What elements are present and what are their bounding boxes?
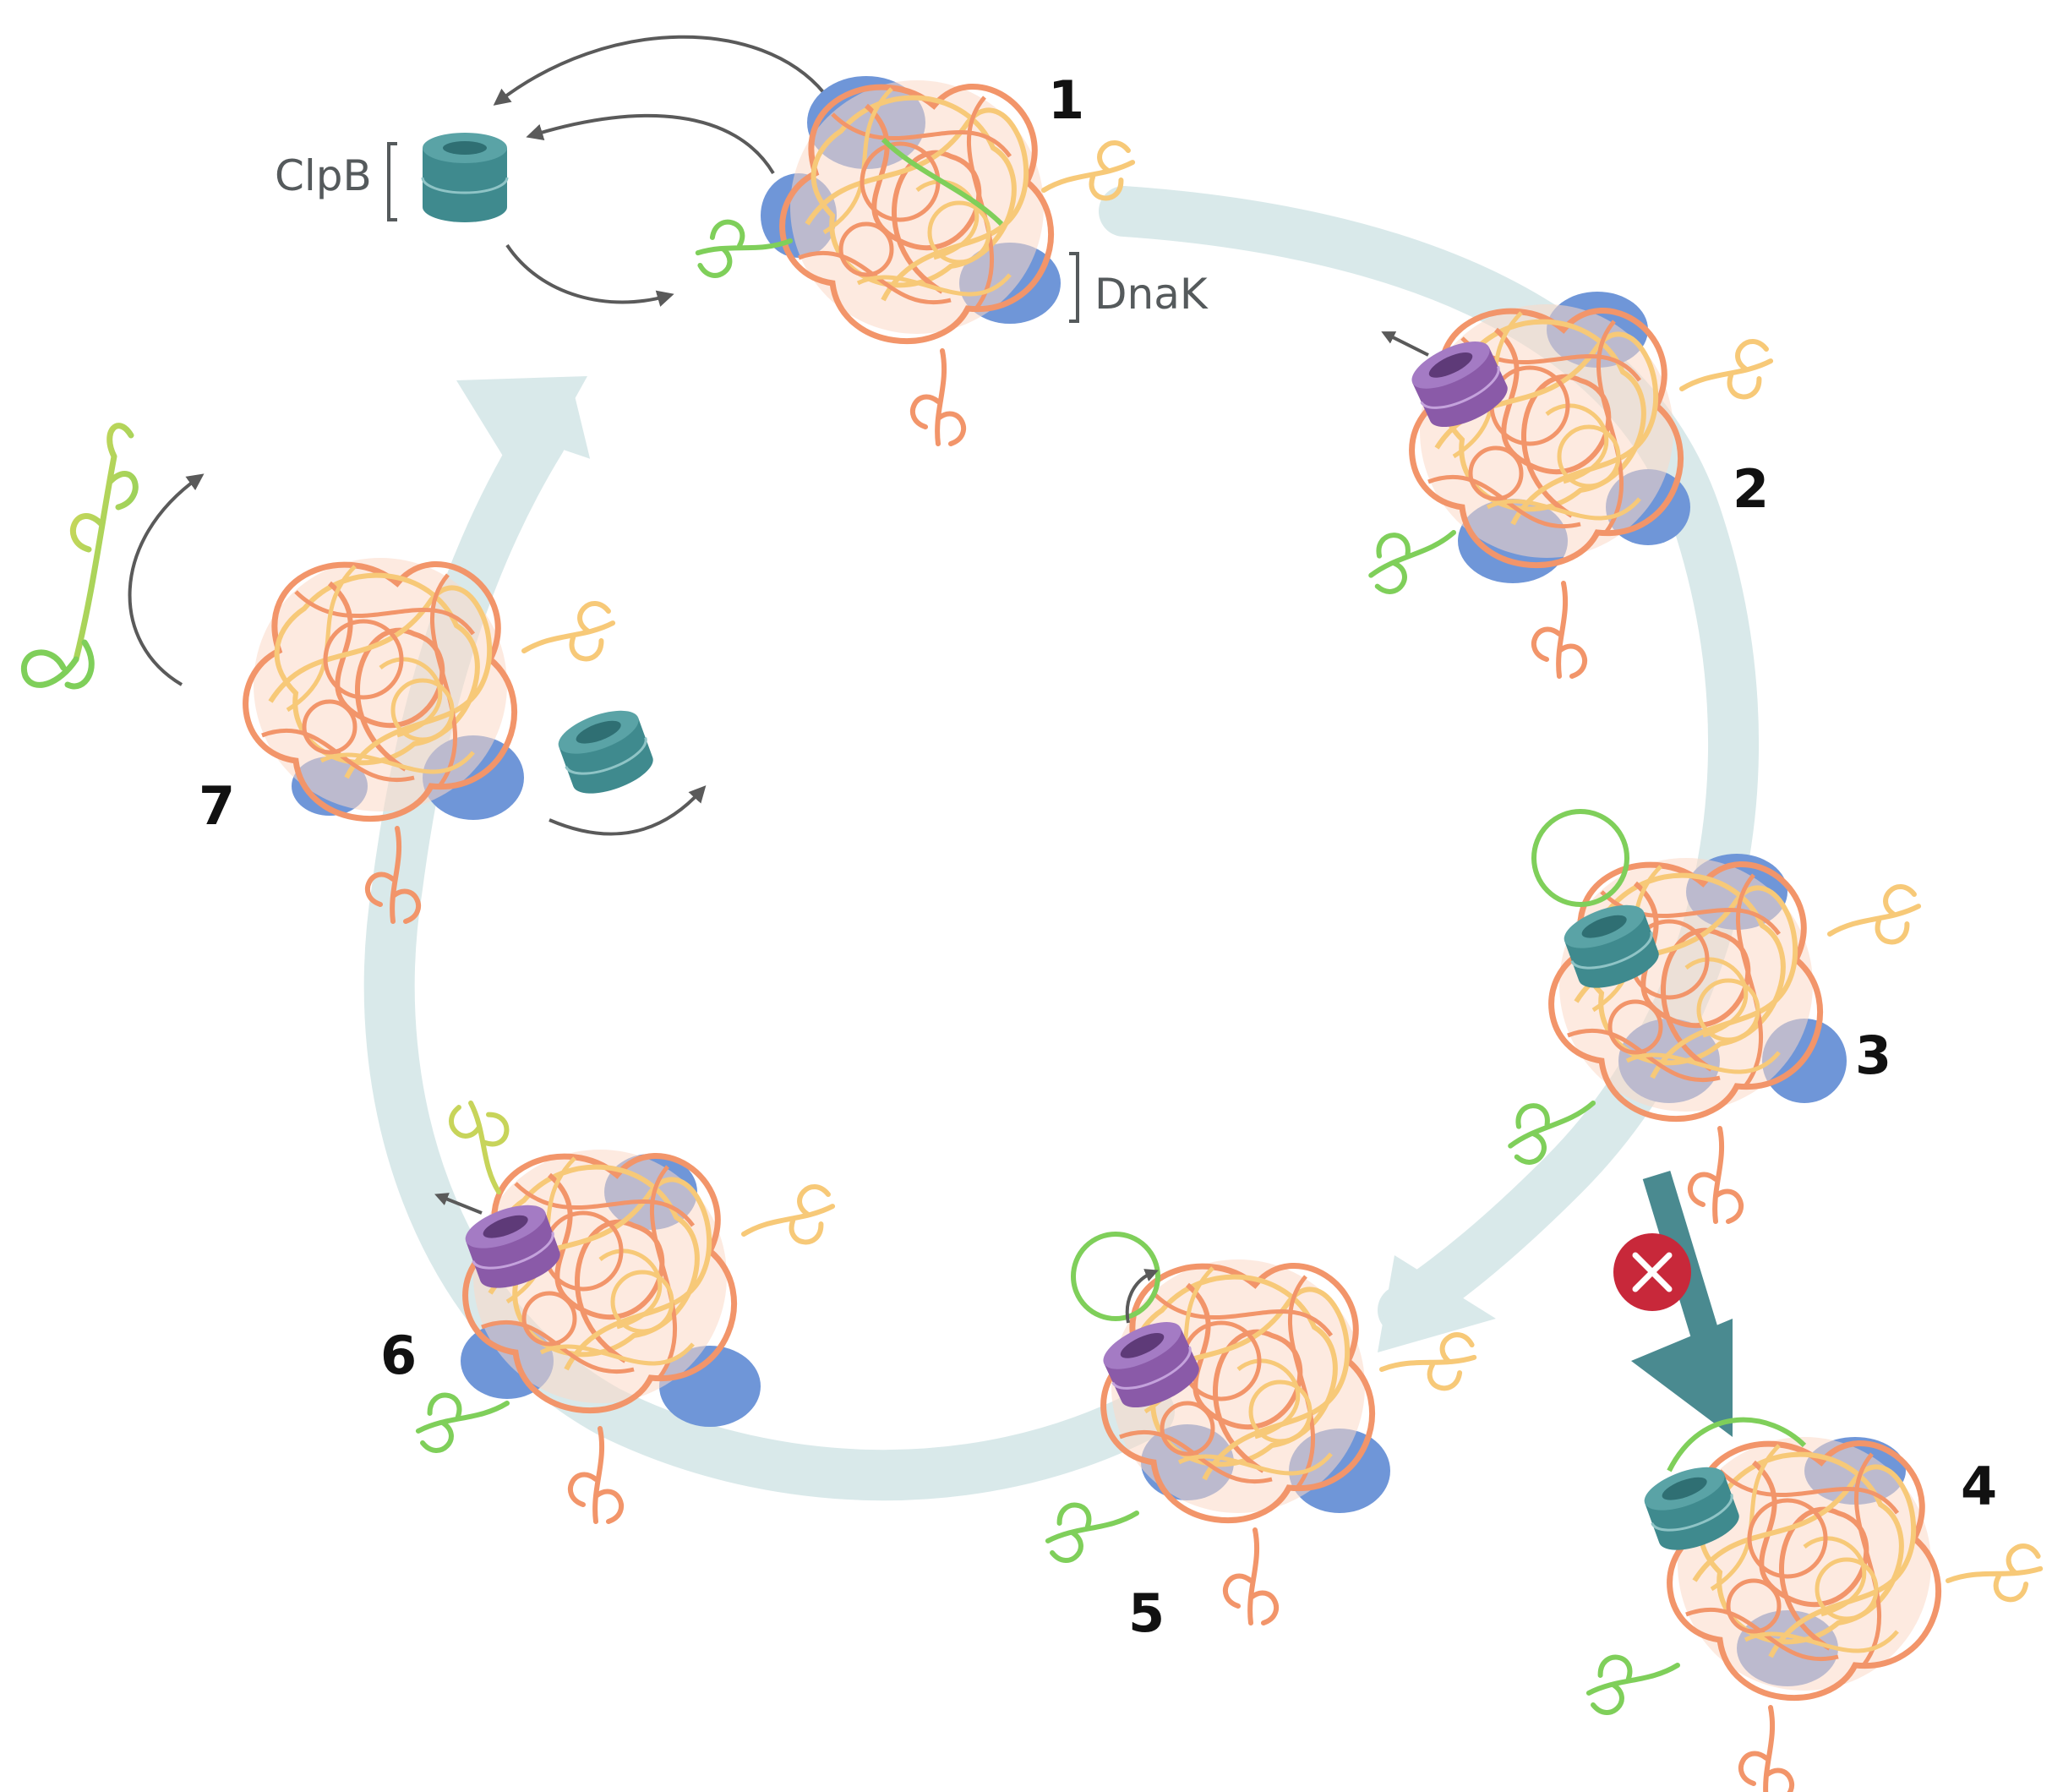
- x-circle-icon: [1613, 1233, 1691, 1311]
- complex-step-5: [1040, 1232, 1479, 1623]
- blocked-pathway-arrow: [1613, 1171, 1733, 1437]
- complex-step-7: [246, 558, 622, 921]
- step-label-1: 1: [1048, 69, 1084, 131]
- step-label-4: 4: [1961, 1456, 1997, 1517]
- curved-arrow-icon: [505, 243, 674, 307]
- complex-step-1: [694, 76, 1142, 444]
- hexamer-ring-icon: [551, 700, 660, 804]
- curved-arrow-icon: [128, 473, 205, 686]
- clpb-label: ClpB: [275, 151, 372, 200]
- complex-step-6: [410, 1095, 842, 1522]
- complex-step-2: [1358, 292, 1779, 676]
- step-label-5: 5: [1128, 1582, 1165, 1644]
- step-label-2: 2: [1733, 458, 1769, 520]
- complex-step-4: [1580, 1417, 2045, 1792]
- dnak-legend: DnaK: [1069, 252, 1209, 323]
- step-label-7: 7: [199, 775, 235, 837]
- dnak-label: DnaK: [1094, 270, 1209, 319]
- clpb-legend: ClpB: [275, 35, 826, 307]
- refolded-protein-icon: [20, 423, 139, 690]
- hexamer-ring-icon: [421, 133, 509, 222]
- curved-arrow-icon: [548, 785, 707, 836]
- step-label-3: 3: [1855, 1024, 1891, 1086]
- curved-arrow-icon: [493, 35, 826, 106]
- curved-arrow-icon: [526, 113, 775, 175]
- step-label-6: 6: [380, 1325, 417, 1386]
- complex-step-3: [1498, 809, 1927, 1221]
